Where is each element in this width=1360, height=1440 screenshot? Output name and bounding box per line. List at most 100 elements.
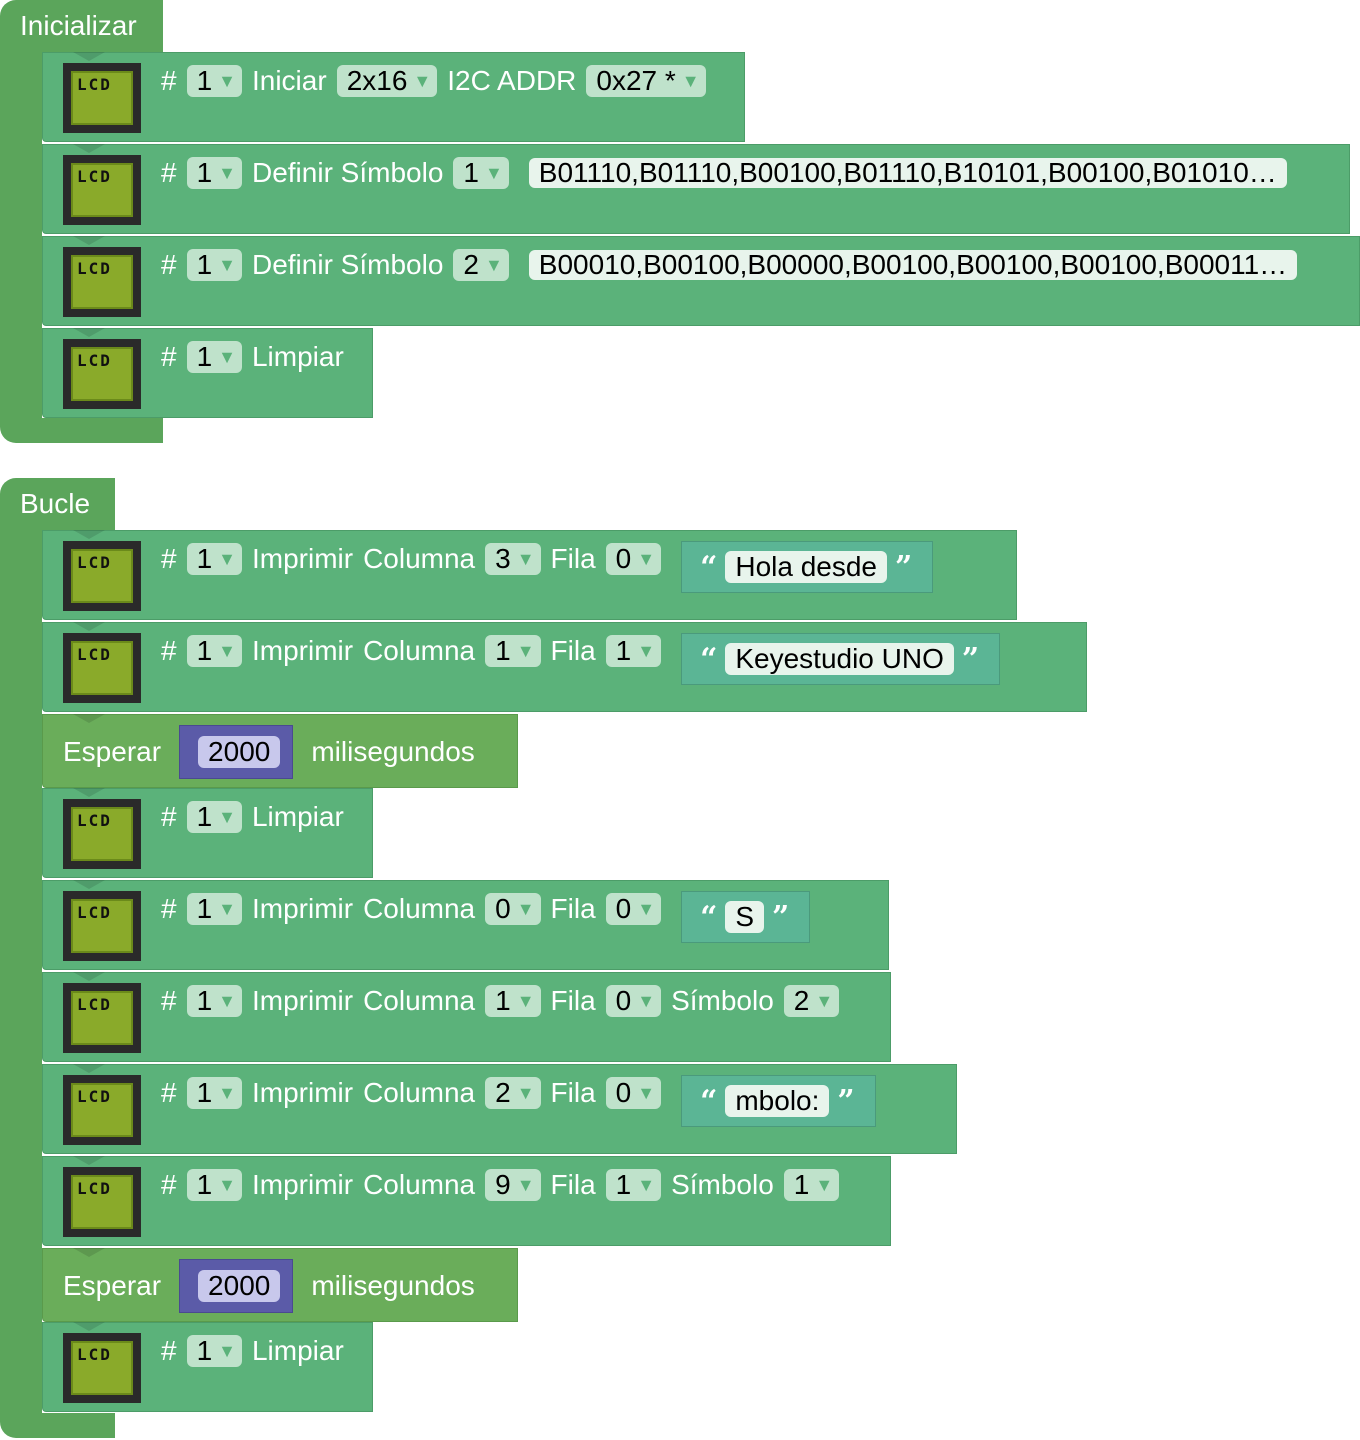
- dropdown-field[interactable]: 2▼: [783, 985, 840, 1017]
- dropdown-field[interactable]: 1▼: [453, 157, 509, 189]
- quote-close-icon: ”: [837, 1083, 855, 1119]
- event-block-body: [0, 52, 42, 420]
- dropdown-field[interactable]: 0x27 *▼: [586, 65, 706, 97]
- connection-notch: [73, 880, 105, 889]
- connection-notch: [73, 328, 105, 337]
- dropdown-field[interactable]: 1▼: [605, 1169, 662, 1201]
- dropdown-field[interactable]: 1▼: [186, 635, 242, 667]
- dropdown-field[interactable]: 2▼: [453, 249, 509, 281]
- connection-notch: [73, 1248, 105, 1257]
- dropdown-field[interactable]: 1▼: [186, 893, 242, 925]
- dropdown-field[interactable]: 9▼: [485, 1169, 541, 1201]
- text-string-block[interactable]: “Keyestudio UNO”: [681, 633, 1001, 685]
- chevron-down-icon: ▼: [484, 163, 503, 183]
- block-label: Definir Símbolo: [251, 157, 444, 188]
- connection-notch: [73, 530, 105, 539]
- dropdown-field[interactable]: 0▼: [605, 1077, 662, 1109]
- chevron-down-icon: ▼: [516, 549, 535, 569]
- dropdown-field[interactable]: 1▼: [186, 341, 242, 373]
- dropdown-field[interactable]: 0▼: [605, 893, 662, 925]
- string-value-field[interactable]: S: [725, 901, 765, 933]
- string-value-field[interactable]: Hola desde: [725, 551, 887, 583]
- dropdown-field[interactable]: 2x16▼: [336, 65, 438, 97]
- quote-open-icon: “: [700, 1083, 718, 1119]
- dropdown-field[interactable]: 1▼: [186, 801, 242, 833]
- block-label: Iniciar: [251, 65, 327, 96]
- dropdown-field[interactable]: 1▼: [186, 1335, 242, 1367]
- event-block-body: [0, 0, 163, 54]
- lcd-block[interactable]: LCD#1▼Limpiar: [42, 788, 373, 878]
- connection-notch: [73, 972, 105, 981]
- quote-close-icon: ”: [961, 641, 980, 677]
- block-label: Esperar: [63, 736, 162, 767]
- number-value-field[interactable]: 2000: [198, 736, 281, 768]
- lcd-screen: LCD: [71, 1341, 133, 1395]
- dropdown-value: 1: [196, 635, 213, 666]
- dropdown-field[interactable]: 1▼: [186, 249, 242, 281]
- block-label: Columna: [363, 1077, 476, 1108]
- dropdown-field[interactable]: 1▼: [186, 1077, 242, 1109]
- chevron-down-icon: ▼: [681, 71, 700, 91]
- dropdown-value: 1: [196, 65, 213, 96]
- event-block-label: Inicializar: [20, 10, 137, 41]
- dropdown-field[interactable]: 1▼: [186, 985, 242, 1017]
- connection-notch: [73, 1322, 105, 1331]
- number-block[interactable]: 2000: [179, 725, 294, 779]
- dropdown-field[interactable]: 1▼: [186, 543, 242, 575]
- string-value-field[interactable]: mbolo:: [725, 1085, 830, 1117]
- quote-open-icon: “: [700, 899, 718, 935]
- lcd-icon: LCD: [63, 339, 141, 409]
- quote-close-icon: ”: [895, 549, 913, 585]
- chevron-down-icon: ▼: [218, 1341, 236, 1361]
- string-value-field[interactable]: Keyestudio UNO: [725, 643, 954, 675]
- chevron-down-icon: ▼: [218, 641, 236, 661]
- lcd-icon: LCD: [63, 247, 141, 317]
- text-string-block[interactable]: “Hola desde”: [681, 541, 934, 593]
- number-block[interactable]: 2000: [179, 1259, 294, 1313]
- dropdown-field[interactable]: 0▼: [485, 893, 541, 925]
- dropdown-value: 9: [495, 1169, 511, 1200]
- dropdown-field[interactable]: 0▼: [605, 543, 662, 575]
- dropdown-field[interactable]: 1▼: [186, 1169, 242, 1201]
- dropdown-field[interactable]: 1▼: [485, 635, 541, 667]
- symbol-bitmap-field[interactable]: B00010,B00100,B00000,B00100,B00100,B0010…: [528, 250, 1298, 280]
- connection-notch: [73, 714, 105, 723]
- lcd-block[interactable]: LCD #1▼Limpiar: [42, 328, 373, 418]
- block-fields: #1▼Limpiar: [161, 339, 344, 375]
- chevron-down-icon: ▼: [815, 991, 834, 1011]
- lcd-screen: LCD: [71, 347, 133, 401]
- dropdown-field[interactable]: 0▼: [605, 985, 662, 1017]
- lcd-block[interactable]: LCD#1▼Limpiar: [42, 1322, 373, 1412]
- symbol-bitmap-field[interactable]: B01110,B01110,B00100,B01110,B10101,B0010…: [528, 158, 1287, 188]
- dropdown-field[interactable]: 1▼: [485, 985, 541, 1017]
- dropdown-field[interactable]: 1▼: [605, 635, 662, 667]
- dropdown-field[interactable]: 1▼: [186, 157, 242, 189]
- block-label: Columna: [363, 1169, 476, 1200]
- block-label: milisegundos: [311, 1270, 475, 1301]
- dropdown-field[interactable]: 2▼: [485, 1077, 541, 1109]
- quote-open-icon: “: [700, 641, 718, 677]
- dropdown-field[interactable]: 1▼: [783, 1169, 840, 1201]
- dropdown-field[interactable]: 3▼: [485, 543, 541, 575]
- text-string-block[interactable]: “S”: [681, 891, 811, 943]
- dropdown-value: 1: [615, 1169, 632, 1200]
- connection-notch: [73, 52, 105, 61]
- number-value-field[interactable]: 2000: [198, 1270, 281, 1302]
- lcd-icon: LCD: [63, 1333, 141, 1403]
- dropdown-field[interactable]: 1▼: [186, 65, 242, 97]
- text-string-block[interactable]: “mbolo:”: [681, 1075, 876, 1127]
